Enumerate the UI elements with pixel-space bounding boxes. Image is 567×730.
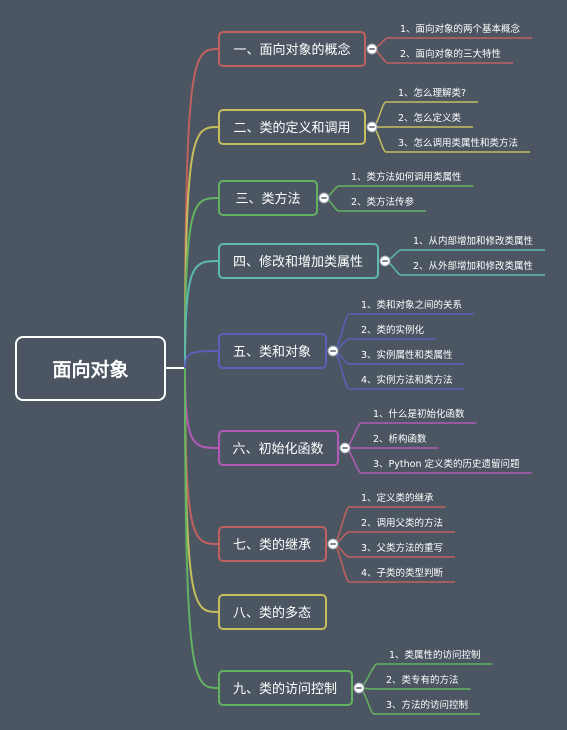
root-box: [15, 336, 166, 401]
leaf-label: 1、类和对象之间的关系: [361, 299, 462, 311]
leaf-label: 2、类方法传参: [351, 196, 415, 208]
leaf-label: 1、类属性的访问控制: [389, 649, 481, 661]
leaf-label: 1、面向对象的两个基本概念: [400, 23, 521, 35]
leaf-label: 1、定义类的继承: [361, 492, 434, 504]
leaf-group-0: 1、面向对象的两个基本概念 2、面向对象的三大特性: [400, 23, 521, 60]
branch-node-5[interactable]: 六、初始化函数: [218, 430, 339, 466]
branch-node-4[interactable]: 五、类和对象: [218, 333, 327, 369]
collapse-toggle-5[interactable]: [339, 442, 351, 454]
leaf-label: 4、子类的类型判断: [361, 567, 444, 579]
branch-connector-5: [184, 367, 220, 449]
leaf-label: 2、类的实例化: [361, 324, 425, 336]
collapse-toggle-4[interactable]: [327, 345, 339, 357]
branch-connector-3: [184, 260, 220, 369]
leaf-group-2: 1、类方法如何调用类属性 2、类方法传参: [351, 171, 462, 208]
branch-label-2: 三、类方法: [235, 191, 300, 207]
leaf-label: 3、父类方法的重写: [361, 542, 443, 554]
branch-label-8: 九、类的访问控制: [233, 681, 337, 697]
branch-label-7: 八、类的多态: [233, 605, 311, 621]
branch-label-4: 五、类和对象: [233, 345, 311, 360]
branch-label-6: 七、类的继承: [233, 537, 311, 553]
leaf-label: 1、从内部增加和修改类属性: [413, 235, 534, 247]
leaf-label: 2、类专有的方法: [386, 674, 459, 686]
leaf-group-5: 1、什么是初始化函数 2、析构函数 3、Python 定义类的历史遗留问题: [373, 408, 520, 470]
leaf-label: 2、面向对象的三大特性: [400, 48, 502, 60]
leaf-label: 1、什么是初始化函数: [373, 408, 465, 420]
branch-node-3[interactable]: 四、修改和增加类属性: [218, 243, 379, 279]
root-node[interactable]: 面向对象: [15, 336, 166, 401]
branch-connector-6: [184, 367, 220, 545]
leaf-label: 3、Python 定义类的历史遗留问题: [373, 458, 520, 470]
branch-connector-8: [184, 367, 220, 689]
branch-node-6[interactable]: 七、类的继承: [218, 526, 327, 562]
branch-connector-4: [184, 350, 220, 369]
branch-box-8: [218, 670, 353, 706]
branch-label-5: 六、初始化函数: [232, 442, 323, 457]
branch-box-3: [218, 243, 379, 279]
branch-box-5: [218, 430, 339, 466]
branch-connector-7: [184, 367, 220, 613]
branch-box-4: [218, 333, 327, 369]
collapse-toggle-2[interactable]: [318, 192, 330, 204]
branch-node-2[interactable]: 三、类方法: [218, 180, 318, 216]
leaf-group-3: 1、从内部增加和修改类属性 2、从外部增加和修改类属性: [413, 235, 534, 272]
branch-connector-1: [184, 126, 220, 369]
root-label: 面向对象: [52, 358, 128, 381]
leaf-label: 3、实例属性和类属性: [361, 349, 453, 361]
leaf-group-4: 1、类和对象之间的关系 2、类的实例化 3、实例属性和类属性 4、实例方法和类方…: [361, 299, 462, 386]
branch-box-6: [218, 526, 327, 562]
collapse-toggle-0[interactable]: [366, 43, 378, 55]
leaf-connector: [358, 687, 471, 690]
leaf-connector: [371, 37, 533, 50]
leaf-label: 2、调用父类的方法: [361, 517, 443, 529]
branch-box-7: [218, 594, 327, 630]
branch-box-1: [218, 109, 366, 145]
leaf-group-6: 1、定义类的继承 2、调用父类的方法 3、父类方法的重写 4、子类的类型判断: [361, 492, 444, 579]
branch-node-7[interactable]: 八、类的多态: [218, 594, 327, 630]
branch-box-2: [218, 180, 318, 216]
branch-label-1: 二、类的定义和调用: [233, 120, 350, 136]
branch-node-1[interactable]: 二、类的定义和调用: [218, 109, 366, 145]
leaf-label: 2、从外部增加和修改类属性: [413, 260, 534, 272]
leaf-label: 3、方法的访问控制: [386, 699, 468, 711]
leaf-group-1: 1、怎么理解类? 2、怎么定义类 3、怎么调用类属性和类方法: [398, 87, 518, 149]
leaf-group-8: 1、类属性的访问控制 2、类专有的方法 3、方法的访问控制: [386, 649, 481, 711]
collapse-toggle-1[interactable]: [366, 121, 378, 133]
leaf-label: 4、实例方法和类方法: [361, 374, 453, 386]
leaf-label: 2、析构函数: [373, 433, 427, 445]
branch-box-0: [218, 31, 366, 67]
branch-label-0: 一、面向对象的概念: [233, 42, 350, 58]
collapse-toggle-6[interactable]: [327, 538, 339, 550]
leaf-label: 1、类方法如何调用类属性: [351, 171, 462, 183]
branch-connector-0: [184, 48, 220, 369]
leaf-label: 1、怎么理解类?: [398, 87, 466, 99]
branch-label-3: 四、修改和增加类属性: [233, 255, 363, 270]
branch-node-0[interactable]: 一、面向对象的概念: [218, 31, 366, 67]
collapse-toggle-8[interactable]: [353, 682, 365, 694]
leaf-label: 3、怎么调用类属性和类方法: [398, 137, 518, 149]
leaf-connector: [384, 249, 546, 262]
leaf-label: 2、怎么定义类: [398, 112, 462, 124]
branch-node-8[interactable]: 九、类的访问控制: [218, 670, 353, 706]
collapse-toggle-3[interactable]: [379, 255, 391, 267]
